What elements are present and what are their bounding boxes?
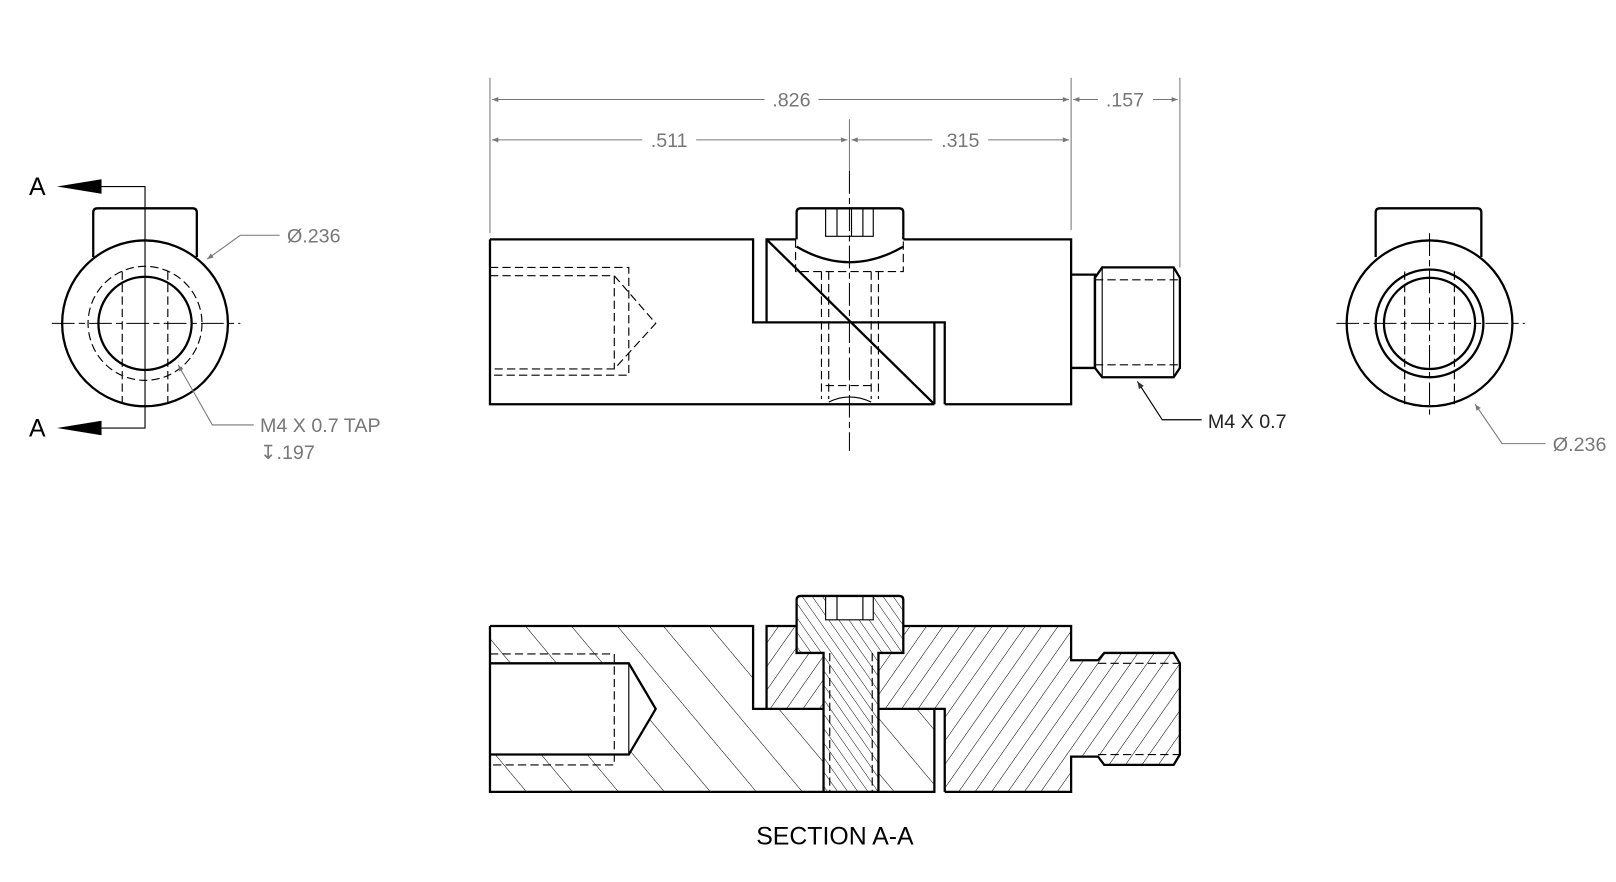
stub-thread-hidden [1098,662,1180,756]
section-arrow-icon [56,179,102,194]
diagonal-edge [765,238,936,406]
tab-outline [1374,207,1483,258]
right-view: Ø.236 [1336,207,1607,456]
leader-line [177,364,254,426]
dim-left-length: .511 [651,130,688,152]
section-label-a-bottom: A [29,414,46,442]
left-block-outline [488,624,946,793]
screw-outline [795,594,905,792]
socket-void [825,595,874,620]
tap-note: M4 X 0.7 TAP [260,415,381,437]
tapped-hole-hidden [489,266,657,376]
right-diameter-note: Ø.236 [1553,434,1607,456]
leader-line [1136,381,1202,421]
stub-neck [1071,273,1097,370]
right-block-outline [765,624,1182,793]
thread-note: M4 X 0.7 [1208,411,1287,433]
section-cut-line [62,185,146,429]
left-block-outline [488,238,946,406]
tap-depth-note: ↧.197 [260,442,315,464]
leader-line [1474,403,1546,445]
thread-minor-hidden [1094,279,1180,366]
dimensions: .826 .157 .511 .315 [489,77,1181,268]
leader-line [206,234,280,260]
socket [825,595,874,621]
section-title: SECTION A-A [756,823,914,851]
section-view: SECTION A-A [488,594,1182,851]
section-arrow-icon [56,420,102,436]
screw-shank-hidden [820,271,880,400]
threaded-stub [1093,266,1182,379]
front-view: M4 X 0.7 [488,171,1287,451]
thread-major-hidden [489,653,615,766]
dim-stub-length: .157 [1106,90,1144,112]
left-diameter-note: Ø.236 [287,226,341,248]
tapped-hole [489,662,658,756]
dim-right-length: .315 [941,130,979,152]
hole-void [489,663,656,755]
counterbore-hidden [794,239,904,273]
left-view: A A Ø.236 M4 X 0.7 TAP ↧.197 [29,173,381,464]
dim-overall-length: .826 [772,90,810,112]
thread-hidden [829,652,873,792]
section-label-a-top: A [29,173,46,201]
right-piece-hatch [766,626,1180,792]
screw-hatch [796,595,904,792]
